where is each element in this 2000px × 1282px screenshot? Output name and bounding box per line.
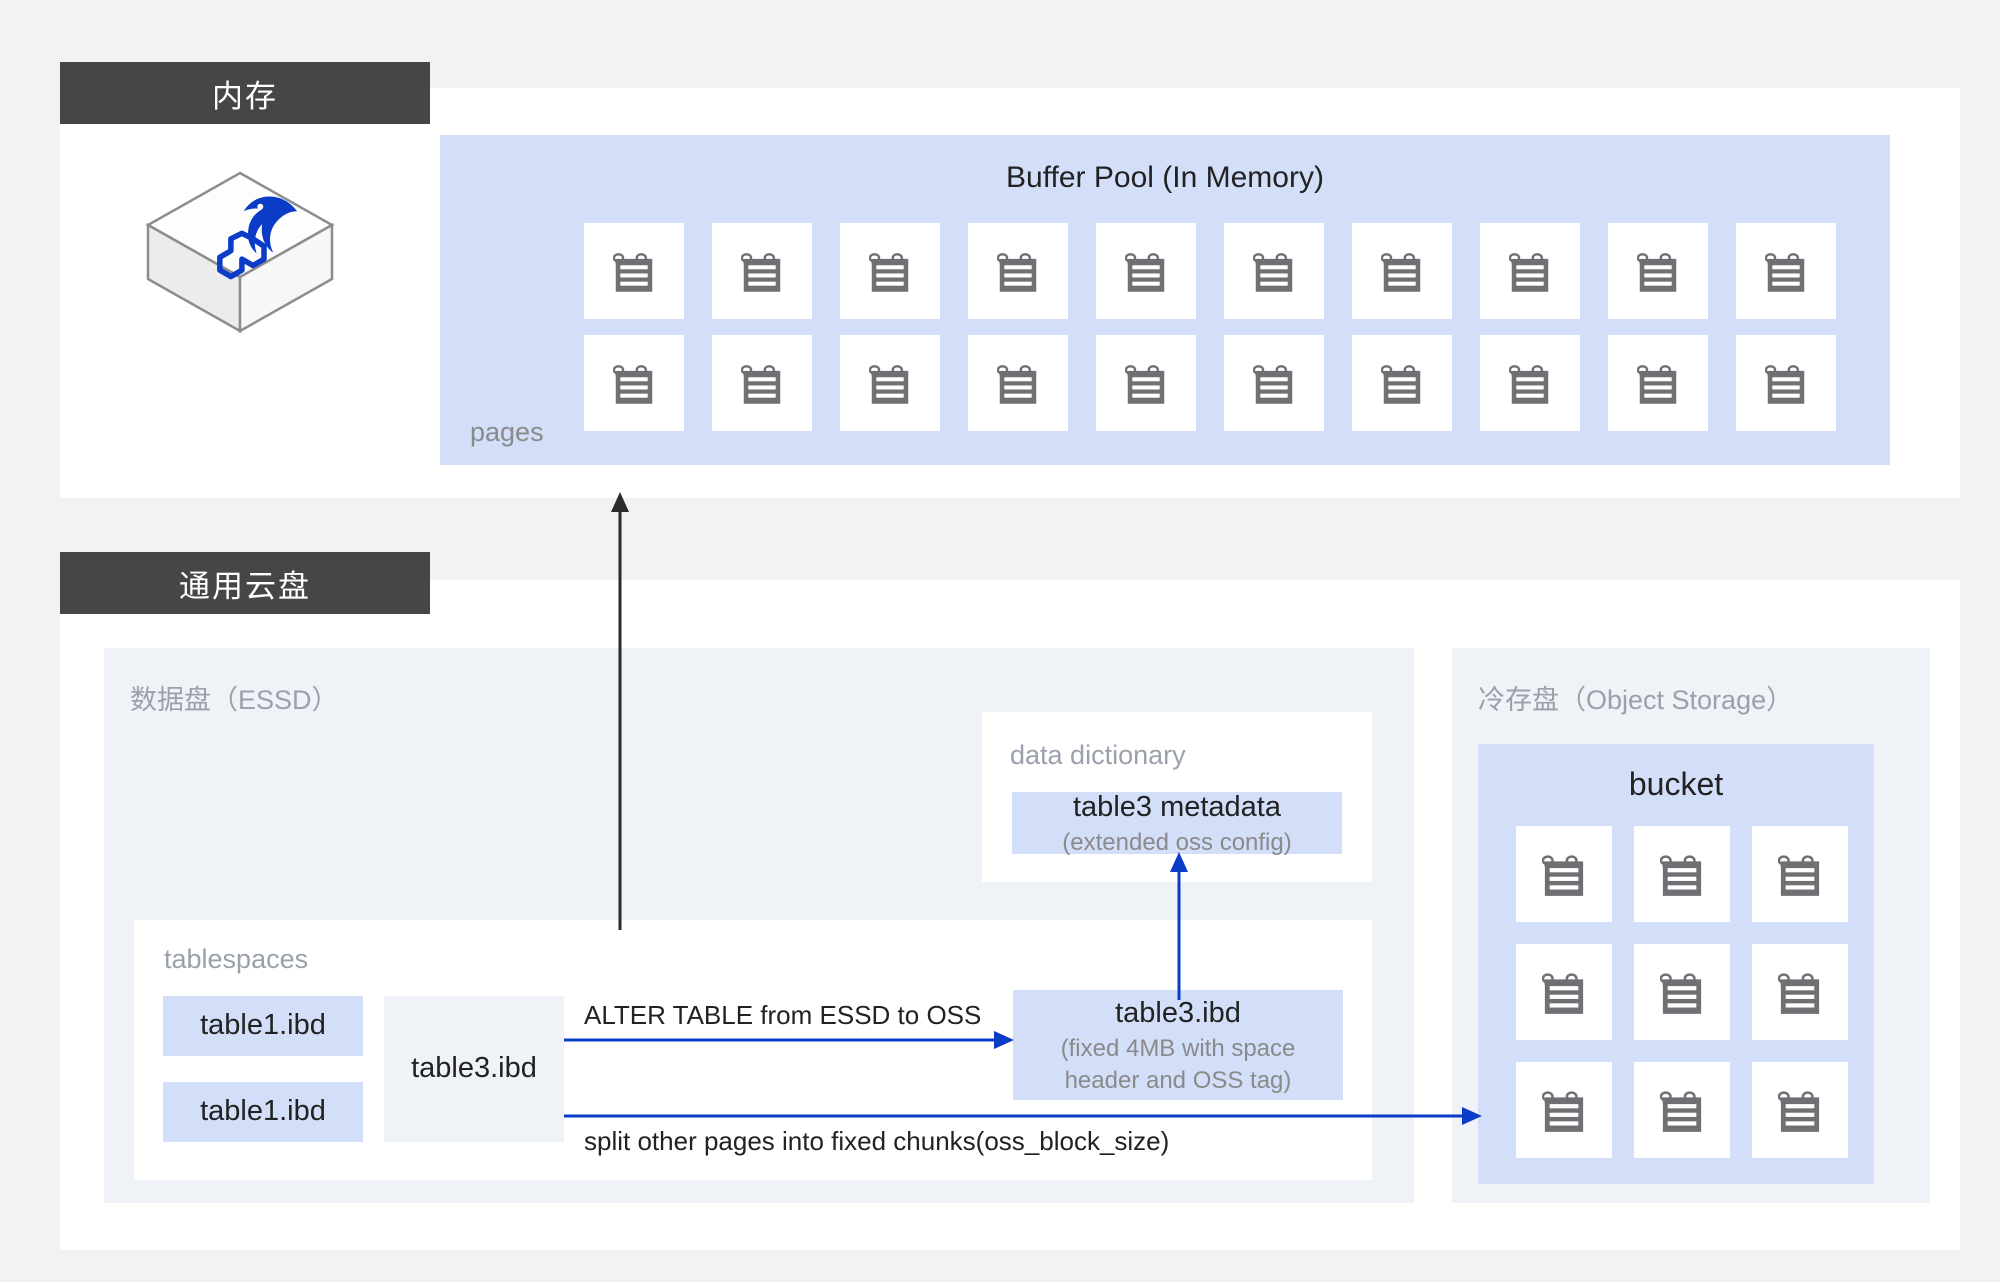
- bucket-page-tile: [1752, 944, 1848, 1040]
- connector-split-chunks-label: split other pages into fixed chunks(oss_…: [584, 1126, 1170, 1156]
- bucket-page-grid: [1516, 826, 1848, 1158]
- bucket-page-tile: [1516, 944, 1612, 1040]
- page-icon: [1778, 967, 1822, 1017]
- buffer-pool-page-tile: [840, 335, 940, 431]
- buffer-pool-page-tile: [1608, 223, 1708, 319]
- page-icon: [613, 359, 655, 406]
- tablespace-file-table3[interactable]: table3.ibd: [384, 996, 564, 1142]
- page-icon: [869, 359, 911, 406]
- tablespaces-label: tablespaces: [164, 944, 309, 974]
- table3-metadata-title: table3 metadata: [1073, 790, 1281, 823]
- page-icon: [1660, 967, 1704, 1017]
- buffer-pool-page-tile: [968, 223, 1068, 319]
- page-icon: [1125, 359, 1167, 406]
- buffer-pool-page-tile: [968, 335, 1068, 431]
- buffer-pool-page-tile: [1608, 335, 1708, 431]
- data-dictionary-label: data dictionary: [1010, 740, 1186, 770]
- page-icon: [997, 359, 1039, 406]
- oss-table3-file-box: table3.ibd (fixed 4MB with space header …: [1013, 990, 1343, 1100]
- page-icon: [1637, 247, 1679, 294]
- buffer-pool-page-tile: [1096, 335, 1196, 431]
- page-icon: [1778, 1085, 1822, 1135]
- section-tab-memory-label: 内存: [212, 78, 278, 114]
- bucket-page-tile: [1516, 826, 1612, 922]
- page-icon: [1765, 247, 1807, 294]
- bucket-page-tile: [1634, 944, 1730, 1040]
- bucket-page-tile: [1752, 1062, 1848, 1158]
- page-icon: [1660, 1085, 1704, 1135]
- buffer-pool-page-tile: [712, 223, 812, 319]
- tablespace-file-0-label: table1.ibd: [200, 1009, 326, 1042]
- page-icon: [869, 247, 911, 294]
- connector-alter-table-label: ALTER TABLE from ESSD to OSS: [584, 1000, 982, 1030]
- buffer-pool-page-tile: [1224, 335, 1324, 431]
- buffer-pool-page-tile: [712, 335, 812, 431]
- bucket-title: bucket: [1628, 766, 1724, 802]
- cold-disk-label: 冷存盘（Object Storage）: [1478, 685, 1794, 715]
- bucket-page-tile: [1634, 826, 1730, 922]
- section-tab-memory: 内存: [60, 62, 430, 124]
- buffer-pool-page-tile: [840, 223, 940, 319]
- page-icon: [1765, 359, 1807, 406]
- data-disk-label: 数据盘（ESSD）: [130, 685, 339, 715]
- page-icon: [997, 247, 1039, 294]
- bucket-page-tile: [1516, 1062, 1612, 1158]
- connector-metadata-up: [1170, 852, 1188, 1000]
- buffer-pool-page-tile: [1096, 223, 1196, 319]
- page-icon: [1637, 359, 1679, 406]
- page-icon: [1381, 247, 1423, 294]
- connector-alter-table: [564, 1031, 1014, 1049]
- bucket-box: bucket: [1478, 744, 1874, 1184]
- page-icon: [1125, 247, 1167, 294]
- connector-read-pages: [611, 492, 629, 930]
- buffer-pool-page-tile: [1480, 335, 1580, 431]
- buffer-pool-page-tile: [1352, 335, 1452, 431]
- tablespace-file-1[interactable]: table1.ibd: [163, 1082, 363, 1142]
- bucket-page-tile: [1752, 826, 1848, 922]
- tablespace-file-table3-label: table3.ibd: [411, 1052, 537, 1085]
- page-icon: [1253, 247, 1295, 294]
- page-icon: [1542, 967, 1586, 1017]
- section-tab-cloud-disk: 通用云盘: [60, 552, 430, 614]
- page-icon: [1542, 1085, 1586, 1135]
- table3-metadata-subtitle: (extended oss config): [1062, 828, 1292, 856]
- table3-metadata-box: table3 metadata (extended oss config): [1012, 791, 1342, 856]
- page-icon: [1509, 359, 1551, 406]
- page-icon: [1778, 849, 1822, 899]
- page-icon: [1509, 247, 1551, 294]
- buffer-pool-page-tile: [1736, 223, 1836, 319]
- buffer-pool-title: Buffer Pool (In Memory): [1006, 161, 1324, 194]
- buffer-pool-container: Buffer Pool (In Memory) pages: [440, 135, 1890, 465]
- page-icon: [1542, 849, 1586, 899]
- section-tab-cloud-disk-label: 通用云盘: [179, 568, 311, 604]
- page-icon: [1660, 849, 1704, 899]
- buffer-pool-page-tile: [1224, 223, 1324, 319]
- buffer-pool-page-tile: [1736, 335, 1836, 431]
- oss-table3-subtitle-line2: header and OSS tag): [1064, 1066, 1292, 1094]
- buffer-pool-page-tile: [584, 335, 684, 431]
- buffer-pool-pages-label: pages: [470, 417, 544, 447]
- page-icon: [613, 247, 655, 294]
- oss-table3-subtitle-line1: (fixed 4MB with space: [1060, 1035, 1296, 1063]
- page-icon: [741, 359, 783, 406]
- buffer-pool-page-tile: [584, 223, 684, 319]
- mysql-dolphin-cube-icon: [140, 165, 340, 340]
- page-icon: [741, 247, 783, 294]
- buffer-pool-page-tile: [1352, 223, 1452, 319]
- page-icon: [1381, 359, 1423, 406]
- bucket-page-tile: [1634, 1062, 1730, 1158]
- page-icon: [1253, 359, 1295, 406]
- buffer-pool-page-grid: [584, 223, 1836, 431]
- oss-table3-title: table3.ibd: [1115, 997, 1241, 1030]
- buffer-pool-page-tile: [1480, 223, 1580, 319]
- connector-split-chunks: [564, 1107, 1482, 1125]
- tablespace-file-1-label: table1.ibd: [200, 1095, 326, 1128]
- tablespace-file-0[interactable]: table1.ibd: [163, 996, 363, 1056]
